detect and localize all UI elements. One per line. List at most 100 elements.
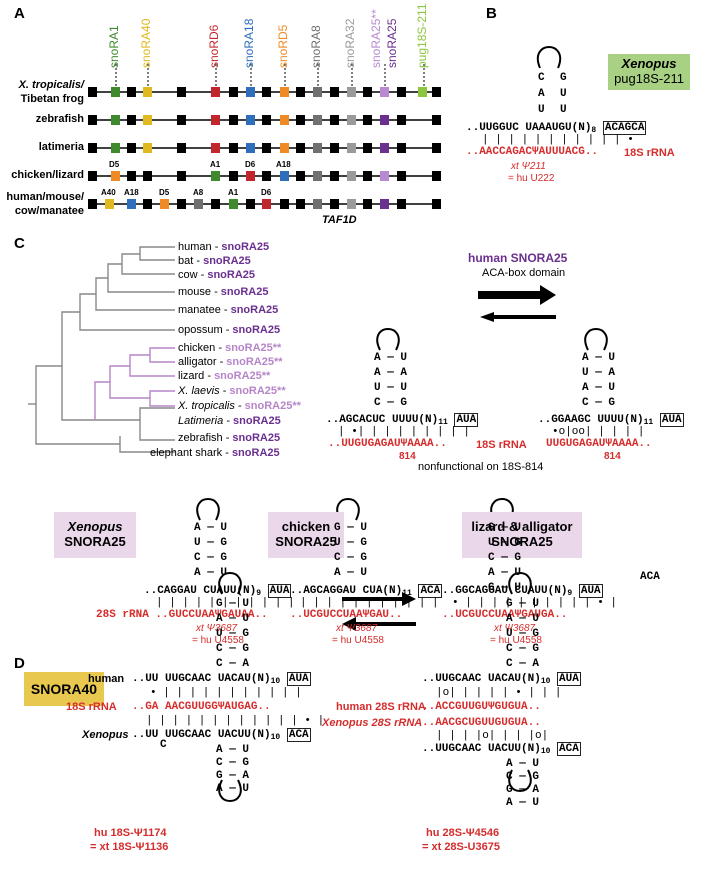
- pug-rrna-label: 18S rRNA: [624, 147, 675, 159]
- pug-snorna-seq: ..UUGGUC UAAAUGU(N)8 ACAGCA: [466, 121, 647, 135]
- leaf-cow: cow - snoRA25: [178, 270, 255, 281]
- pug-note1: xt Ψ211: [511, 161, 546, 172]
- d-xen-c: C: [160, 739, 167, 751]
- d-r-note2: = xt 28S-U3675: [422, 841, 500, 853]
- d-rrna: ..GA AACGUUGGΨAUGAG..: [132, 701, 271, 713]
- leaf-zebrafish-sno: snoRA25: [232, 432, 281, 444]
- dr-sb3: G — A: [506, 784, 540, 796]
- d-note1: hu 18S-Ψ1174: [94, 827, 167, 839]
- gene-snora25: snoRA25: [385, 18, 399, 68]
- leaf-elephant: elephant shark - snoRA25: [150, 448, 280, 459]
- lbl-a1: A1: [210, 160, 221, 169]
- equilibrium-arrows-d: [342, 592, 416, 631]
- lizard-snora25-box: lizard & alligator SNORA25: [462, 512, 582, 558]
- c-rs-4: C — G: [582, 397, 616, 409]
- liz-rrna: ..UCGUCCUAAΨGAUGA..: [442, 609, 568, 621]
- leaf-xtrop-sno: snoRA25**: [244, 400, 301, 412]
- equilibrium-arrows-c: [478, 285, 556, 322]
- phylogeny: [28, 246, 175, 453]
- c-left-seq: ..AGCACUC UUUU(N)11 AUA: [326, 413, 479, 427]
- liz-seq-sub: 9: [567, 589, 573, 598]
- dr-xseq-tag: ACA: [557, 742, 581, 756]
- c-right-seq-text: ..GGAAGC UUUU(N): [538, 414, 644, 426]
- liz-seq-text: ..GGCAGGAU CUAUU(N): [442, 585, 568, 597]
- pug-stem-r2: U: [560, 88, 567, 100]
- dr-hseq-text: ..UUGCAAC UACAU(N): [422, 673, 541, 685]
- d-r-pairs2: | | | |o| | | |o|: [436, 730, 549, 742]
- dl-st2: A — U: [216, 613, 250, 625]
- pug-seq-tag: ACAGCA: [602, 121, 647, 135]
- leaf-xtrop-name: X. tropicalis -: [178, 400, 245, 412]
- gene-snora18: snoRA18: [242, 18, 256, 68]
- chk-s3: C — G: [334, 552, 368, 564]
- chk-s1: G — U: [334, 522, 368, 534]
- d-r-pairs1: |o| | | | | • | | |: [436, 687, 562, 699]
- gene-snord5: snoRD5: [276, 24, 290, 68]
- chk-pairs: | | | | | | | | | | |: [300, 597, 439, 609]
- liz-s2: U — G: [488, 537, 522, 549]
- species-cow: cow/manatee: [14, 205, 84, 217]
- leaf-zebrafish: zebrafish - snoRA25: [178, 433, 280, 444]
- human-snora25-title: human SNORA25: [468, 251, 568, 265]
- dl-st5: C — A: [216, 658, 250, 670]
- d-human-label: human: [88, 673, 125, 685]
- d-hseq-sub: 10: [270, 677, 281, 686]
- c-left-num: 814: [399, 451, 416, 462]
- dr-st3: U — G: [506, 628, 540, 640]
- gene-taf1d: TAF1D: [322, 214, 357, 226]
- dl-sb4: A — U: [216, 783, 250, 795]
- chk-s2: U — G: [334, 537, 368, 549]
- d-r-xen-rrna: ..AACGCUGUUGUGUA..: [422, 717, 541, 729]
- d-xseq-sub: 10: [270, 733, 281, 742]
- dr-st2: A — U: [506, 613, 540, 625]
- dl-st1: G — U: [216, 598, 250, 610]
- leaf-xlaevis-name: X. laevis -: [178, 385, 230, 397]
- dr-sb2: C — G: [506, 771, 540, 783]
- liz-aca: ACA: [640, 571, 660, 583]
- chk-box-name: SNORA25: [275, 534, 337, 549]
- dl-st4: C — G: [216, 643, 250, 655]
- xen-seq-tag: AUA: [267, 584, 292, 598]
- gene-snora1: snoRA1: [107, 25, 121, 68]
- c-left-pairs: | •| | | | | | | | |: [338, 426, 471, 438]
- lbl-a18: A18: [276, 160, 291, 169]
- leaf-bat-sno: snoRA25: [203, 255, 251, 267]
- leaf-xtrop: X. tropicalis - snoRA25**: [178, 401, 301, 412]
- leaf-alligator-sno: snoRA25**: [226, 356, 283, 368]
- dr-xseq-sub: 10: [540, 747, 551, 756]
- liz-note1: xt Ψ3687: [494, 623, 536, 634]
- leaf-manatee: manatee - snoRA25: [178, 305, 278, 316]
- xenopus-snora25-box: Xenopus SNORA25: [54, 512, 136, 558]
- c-right-seq-tag: AUA: [659, 413, 684, 427]
- liz-s5: G — U: [488, 582, 522, 594]
- dl-sb2: C — G: [216, 757, 250, 769]
- leaf-alligator: alligator - snoRA25**: [178, 357, 283, 368]
- d-xseq-tag: ACA: [286, 728, 311, 742]
- c-nonfunctional: nonfunctional on 18S-814: [418, 461, 544, 473]
- leaf-xlaevis-sno: snoRA25**: [229, 385, 286, 397]
- snora40-box: SNORA40: [24, 672, 104, 706]
- leaf-alligator-name: alligator -: [178, 356, 227, 368]
- leaf-chicken-sno: snoRA25**: [225, 342, 282, 354]
- lbl-a1b: A1: [228, 188, 239, 197]
- dr-st5: C — A: [506, 658, 540, 670]
- c-ls-1: A — U: [374, 352, 408, 364]
- xen-note2: = hu U4558: [192, 635, 244, 646]
- xen-rrna: 28S rRNA ..GUCCUAAΨGAUAA..: [96, 609, 268, 621]
- dr-st4: C — G: [506, 643, 540, 655]
- d-xseq-text: ..UU UUGCAAC UACUU(N): [132, 729, 271, 741]
- lbl-a8: A8: [193, 188, 204, 197]
- liz-box-species: lizard & alligator: [471, 519, 573, 535]
- leaf-human-sno: snoRA25: [221, 241, 270, 253]
- c-ls-4: C — G: [374, 397, 408, 409]
- leaf-lizard-sno: snoRA25**: [214, 370, 271, 382]
- c-ls-3: U — U: [374, 382, 408, 394]
- species-tibetan: Tibetan frog: [20, 93, 84, 105]
- leaf-bat: bat - snoRA25: [178, 256, 251, 267]
- pug-stem-r3: U: [560, 104, 567, 116]
- leaf-lizard: lizard - snoRA25**: [178, 371, 270, 382]
- leaf-elephant-sno: snoRA25: [231, 447, 280, 459]
- xen-seq-text: ..CAGGAU CUAUU(N): [144, 585, 257, 597]
- panel-a-label: A: [14, 5, 25, 22]
